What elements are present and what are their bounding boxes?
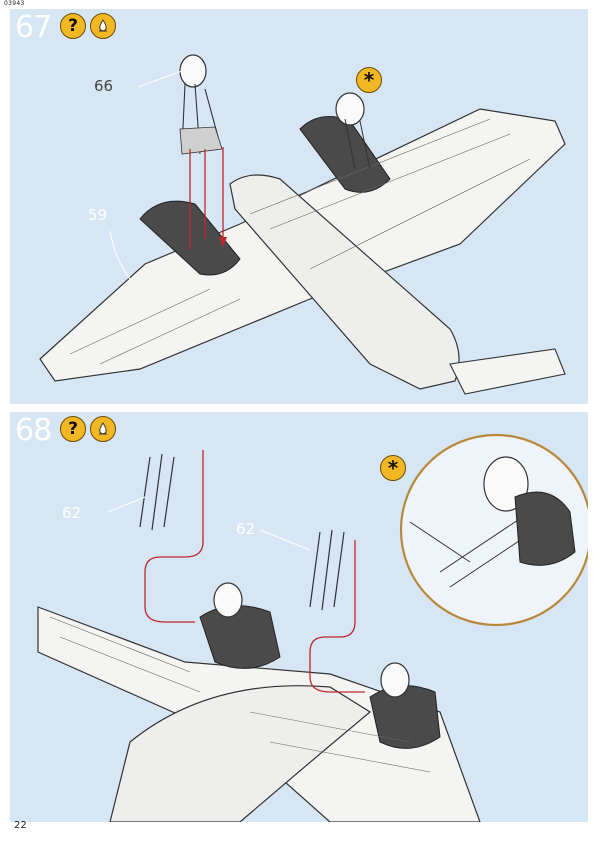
assembly-guide-lines	[144, 450, 365, 693]
step-number: 67	[15, 10, 52, 45]
detail-circle	[399, 433, 588, 627]
callout-part-66: 66	[94, 77, 114, 95]
step-68-illustration	[37, 433, 588, 822]
right-nacelle	[369, 685, 441, 749]
question-mark-icon: ?	[60, 416, 86, 442]
installed-main-gear	[335, 92, 371, 170]
detail-gear-view	[409, 456, 576, 588]
right-nacelle	[299, 116, 391, 193]
page-number: 22	[14, 820, 27, 831]
fuselage-outline	[109, 685, 372, 822]
callout-part-62-left: 62	[62, 504, 82, 522]
asterisk-icon: *	[380, 455, 406, 481]
callout-part-62-right: 62	[236, 520, 256, 538]
document-code: 03943	[4, 0, 25, 7]
paint-drop-icon	[90, 13, 116, 39]
step-number: 68	[15, 413, 52, 448]
step-68-panel: 68 ? 62 62 *	[10, 412, 588, 822]
strut-parts-62-left	[139, 453, 175, 531]
strut-parts-62-right	[309, 529, 345, 611]
callout-part-59: 59	[88, 206, 108, 224]
question-mark-icon: ?	[60, 13, 86, 39]
tailplane-outline	[449, 348, 566, 395]
right-wheel	[380, 662, 410, 698]
main-gear-part-66	[179, 54, 223, 155]
paint-drop-icon	[90, 416, 116, 442]
asterisk-icon: *	[356, 67, 382, 93]
step-67-panel: 67 ? 66 59 *	[10, 9, 588, 404]
step-67-illustration	[39, 54, 566, 395]
fuselage-outline	[229, 174, 460, 390]
assembly-guide-lines	[189, 147, 224, 249]
left-nacelle	[199, 605, 281, 669]
left-wheel	[213, 582, 243, 618]
